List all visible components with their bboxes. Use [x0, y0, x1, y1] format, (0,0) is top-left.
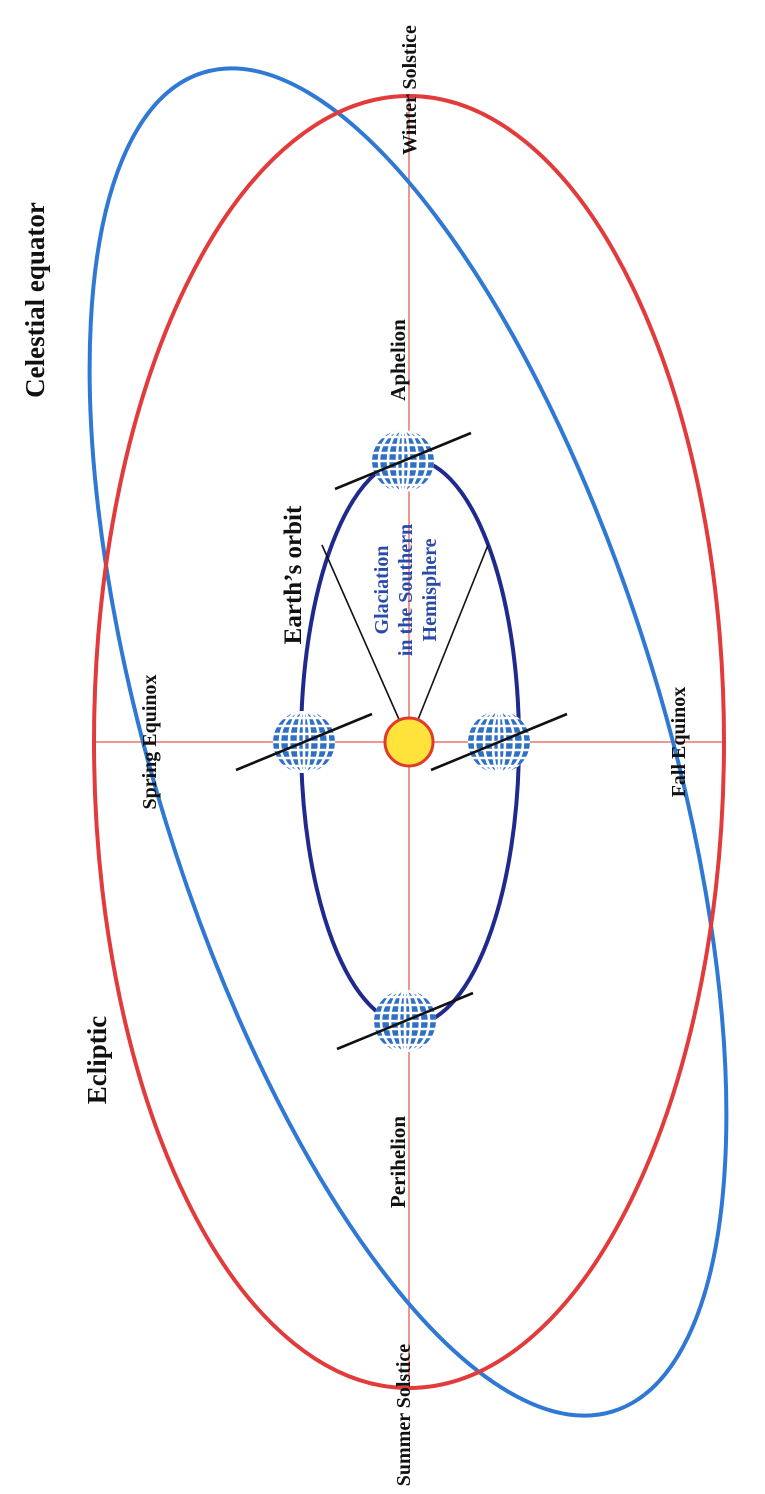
ecliptic-label: Ecliptic — [82, 1016, 112, 1105]
glaciation-line-2: in the Southern — [395, 524, 417, 656]
spring-equinox-label: Spring Equinox — [139, 674, 161, 809]
winter-solstice-label: Winter Solstice — [399, 25, 421, 155]
earth-globe-icon — [430, 702, 568, 782]
sun-ray-line — [408, 544, 489, 743]
perihelion-label: Perihelion — [386, 1116, 410, 1208]
earth-globe-icon — [334, 421, 472, 501]
aphelion-label: Aphelion — [386, 319, 410, 401]
summer-solstice-label: Summer Solstice — [393, 1344, 415, 1487]
earth-globe-icon — [336, 981, 474, 1061]
earth-globe-icon — [235, 702, 373, 782]
sun-icon — [383, 716, 435, 768]
ecliptic-ellipse — [92, 94, 726, 1390]
sun-ray-line — [321, 544, 410, 743]
earths-orbit-label: Earth’s orbit — [280, 505, 307, 644]
fall-equinox-label: Fall Equinox — [668, 687, 690, 798]
glaciation-line-3: Hemisphere — [419, 538, 441, 641]
glaciation-line-1: Glaciation — [371, 546, 393, 635]
celestial-equator-label: Celestial equator — [20, 202, 50, 398]
glaciation-label: Glaciation in the Southern Hemisphere — [371, 524, 441, 656]
